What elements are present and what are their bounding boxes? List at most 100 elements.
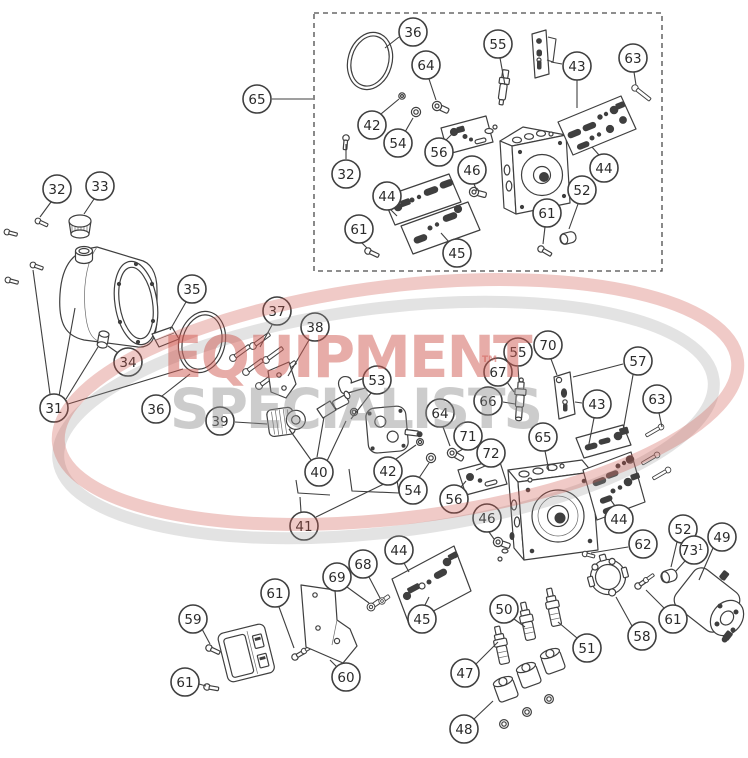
callout-number: 43 [568, 59, 585, 75]
callout-circle [450, 658, 480, 688]
detent-plate [553, 371, 576, 420]
electric-motor [673, 567, 745, 643]
callout-number: 46 [463, 163, 480, 179]
callout-50: 50 [489, 594, 526, 628]
screw [581, 550, 596, 560]
leader-line [550, 358, 558, 376]
screw [3, 275, 20, 287]
leader-line [517, 366, 520, 382]
leader-line [568, 203, 579, 230]
callout-circle [483, 357, 513, 387]
callout-circle [562, 51, 592, 81]
callout-circle [473, 386, 503, 416]
screw [202, 682, 220, 693]
callout-circle [357, 110, 387, 140]
callout-number: 71 [459, 429, 476, 445]
leader-line [395, 444, 417, 460]
callout-number: 64 [431, 406, 448, 422]
callout-circle [362, 365, 392, 395]
leader-line [404, 117, 414, 133]
callout-number: 56 [445, 492, 462, 508]
callout-46: 46 [457, 155, 487, 192]
callout-number: 61 [350, 222, 367, 238]
leader-line [198, 683, 207, 687]
callout-number: 52 [573, 183, 590, 199]
callout-circle [407, 604, 437, 634]
detent-plate [531, 29, 557, 79]
leader-line [455, 448, 464, 454]
leader-line [440, 232, 450, 243]
drain-plug [96, 330, 110, 349]
callout-number: 54 [404, 483, 421, 499]
callout-number: 61 [538, 206, 555, 222]
callout-circle [331, 662, 361, 692]
solenoid-coil [514, 659, 543, 690]
callout-33: 33 [83, 171, 115, 215]
leader-line [615, 596, 633, 627]
nut [425, 452, 437, 464]
leader-line [384, 36, 400, 49]
callout-circle [642, 384, 672, 414]
callout-circle [42, 174, 72, 204]
watermark-swoosh-red [51, 273, 745, 531]
nut [410, 106, 422, 118]
screw [33, 216, 50, 229]
leader-line [346, 586, 370, 604]
cartridge-valve [490, 624, 512, 666]
leader-line [442, 426, 451, 447]
callout-number: 59 [184, 612, 201, 628]
callout-circle [383, 128, 413, 158]
callout-circle [425, 398, 455, 428]
leader-line [460, 480, 467, 488]
callout-circle [348, 549, 378, 579]
callout-43: 43 [550, 51, 592, 108]
leader-line [32, 269, 51, 395]
callout-number: 44 [390, 543, 407, 559]
callout-31: 31 [32, 269, 184, 423]
screw [536, 244, 554, 259]
mounting-bracket [300, 584, 358, 664]
callout-70: 70 [533, 330, 563, 376]
callout-49: 49 [698, 522, 737, 581]
callout-65: 65 [242, 84, 313, 114]
callout-69: 69 [322, 562, 370, 604]
callout-number: 46 [478, 511, 495, 527]
solenoid-coil [538, 645, 567, 676]
callout-circle [707, 522, 737, 552]
callout-circle [331, 159, 361, 189]
callout-number: 58 [633, 629, 650, 645]
callout-circle [489, 594, 519, 624]
leader-line [39, 201, 52, 218]
manifold-block [497, 459, 599, 562]
callout-number: 40 [310, 465, 327, 481]
bushing [559, 231, 577, 245]
callout-circle [439, 484, 469, 514]
elbow-fitting [316, 390, 351, 419]
callout-54: 54 [383, 117, 414, 158]
callout-72: 72 [475, 438, 506, 471]
relief-kit-strip [575, 424, 632, 459]
callout-61: 61 [170, 667, 207, 697]
callout-number: 32 [337, 167, 354, 183]
callout-circle [289, 511, 319, 541]
leader-line [574, 401, 583, 404]
callout-number: 55 [509, 345, 526, 361]
leader-line [502, 401, 516, 405]
bushing [660, 568, 678, 584]
callout-circle [178, 604, 208, 634]
leader-line [83, 198, 95, 215]
callout-45: 45 [407, 596, 437, 634]
callout-circle [242, 84, 272, 114]
oring-small [499, 718, 510, 729]
callout-circle [398, 475, 428, 505]
callout-61: 61 [532, 198, 562, 245]
callout-number: 60 [337, 670, 354, 686]
callout-number: 54 [389, 136, 406, 152]
callout-number: 62 [634, 537, 651, 553]
solenoid-coil [491, 673, 520, 704]
callout-circle [453, 421, 483, 451]
callout-circle [424, 137, 454, 167]
callout-number: 61 [266, 586, 283, 602]
callout-67: 67 [483, 357, 515, 393]
